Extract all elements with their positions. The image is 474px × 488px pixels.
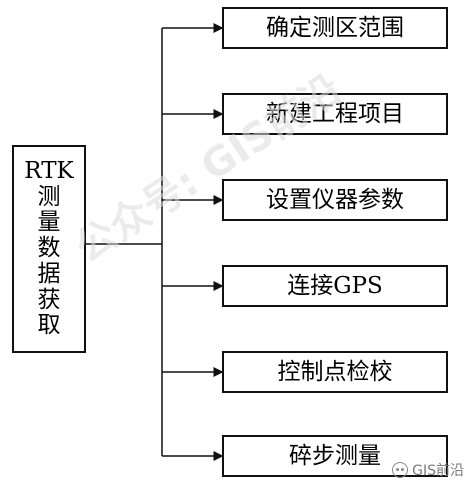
brand-watermark: GIS前沿 [392,460,464,480]
root-label: RTK 测 量 数 据 获 取 [24,157,74,339]
step-3-box: 设置仪器参数 [222,179,448,221]
step-1-box: 确定测区范围 [222,7,448,49]
wechat-icon [392,462,409,478]
root-node: RTK 测 量 数 据 获 取 [12,145,86,353]
step-1-label: 确定测区范围 [266,14,404,41]
step-3-label: 设置仪器参数 [266,186,404,213]
step-2-box: 新建工程项目 [222,93,448,135]
step-5-label: 控制点检校 [277,358,393,385]
step-5-box: 控制点检校 [222,351,448,393]
step-6-label: 碎步测量 [289,442,381,469]
step-4-box: 连接GPS [222,265,448,307]
step-2-label: 新建工程项目 [266,100,404,127]
step-6-box: 碎步测量 [222,435,448,477]
step-4-label: 连接GPS [287,272,383,299]
brand-label: GIS前沿 [412,463,464,479]
